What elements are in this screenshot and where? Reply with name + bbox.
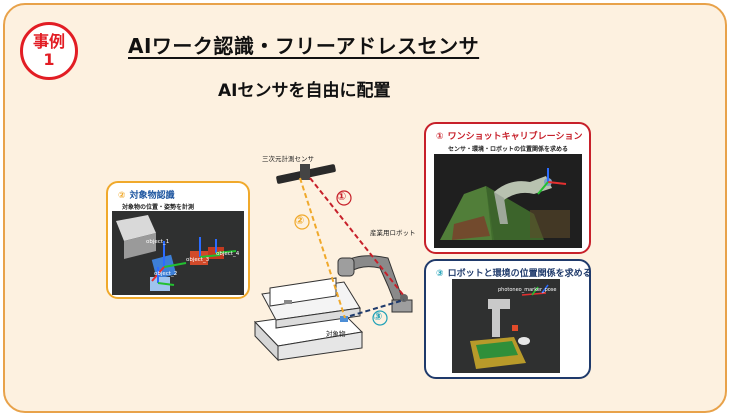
recognition-scene-graphic — [112, 211, 244, 295]
environment-overlay-label: photoneo_marker_pose — [498, 287, 557, 293]
environment-title-text: ロボットと環境の位置関係を求める — [447, 269, 592, 279]
marker-1-label: ① — [337, 190, 347, 203]
calibration-panel-subtitle: センサ・環境・ロボットの位置関係を求める — [448, 146, 569, 153]
sensor-label: 三次元計測センサ — [262, 155, 314, 163]
recognition-title-text: 対象物認識 — [129, 191, 175, 201]
calibration-point-cloud — [434, 154, 582, 248]
3d-sensor — [276, 164, 336, 184]
object-label-1: object_1 — [146, 239, 170, 245]
calibration-number: ① — [436, 132, 444, 142]
environment-scene: photoneo_marker_pose — [452, 279, 560, 373]
object-label-2: object_2 — [154, 271, 178, 277]
robot-label: 産業用ロボット — [370, 229, 416, 237]
marker-2 — [294, 214, 310, 230]
marker-3-label: ③ — [373, 310, 383, 323]
marker-3 — [372, 310, 388, 326]
recognition-line — [299, 177, 346, 319]
marker-1 — [336, 190, 352, 206]
page-subtitle: AIセンサを自由に配置 — [218, 81, 391, 101]
calibration-line — [309, 177, 405, 297]
recognition-number: ② — [118, 191, 126, 201]
object-label: 対象物 — [326, 330, 346, 338]
recognition-panel-subtitle: 対象物の位置・姿勢を計測 — [122, 204, 195, 211]
environment-scene-graphic — [452, 279, 560, 373]
marker-2-label: ② — [295, 214, 305, 227]
object-label-3: object_3 — [186, 257, 210, 263]
case-badge-label: 事例 — [32, 32, 65, 52]
calibration-scene — [434, 154, 582, 248]
recognition-scene: object_1 object_3 object_4 object_2 — [112, 211, 244, 295]
work-table — [253, 277, 364, 362]
calibration-title-text: ワンショットキャリブレーション — [447, 132, 583, 142]
object-label-4: object_4 — [216, 251, 240, 257]
case-badge: 事例 1 — [20, 22, 78, 80]
case-badge-number: 1 — [43, 50, 55, 69]
page-title: AIワーク認識・フリーアドレスセンサ — [128, 34, 480, 58]
environment-line — [349, 299, 405, 317]
environment-number: ③ — [436, 269, 444, 279]
